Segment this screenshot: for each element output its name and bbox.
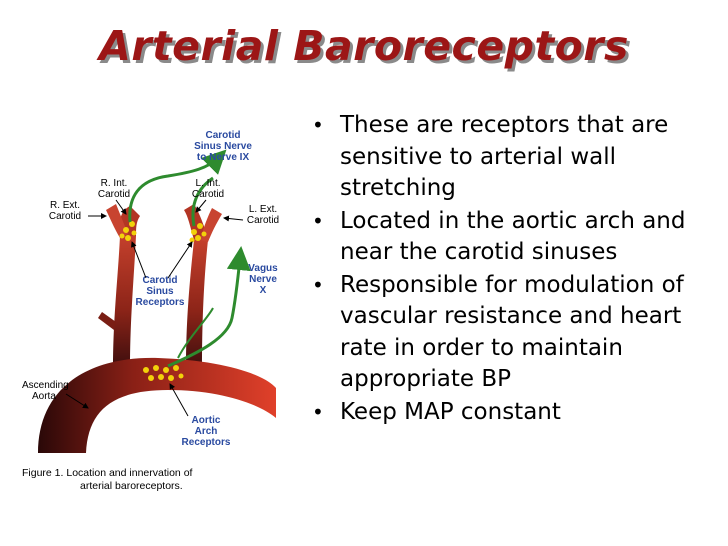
svg-text:Sinus: Sinus xyxy=(146,286,174,297)
aortic-arch-receptor-dots xyxy=(143,365,184,381)
l-ext-carotid-label: L. Ext. Carotid xyxy=(247,204,279,226)
bullet-item: •Keep MAP constant xyxy=(306,397,711,429)
slide-title: Arterial Baroreceptors xyxy=(99,22,629,70)
svg-text:X: X xyxy=(260,285,267,296)
bullet-list: •These are receptors that are sensitive … xyxy=(306,110,711,429)
r-int-carotid-label: R. Int. Carotid xyxy=(98,178,130,200)
svg-text:L. Int.: L. Int. xyxy=(195,178,220,189)
carotid-sinus-nerve-label: Carotid Sinus Nerve to Nerve IX xyxy=(194,130,252,163)
svg-text:Nerve: Nerve xyxy=(249,274,277,285)
label-pointer-lines xyxy=(65,199,244,417)
svg-text:Aortic: Aortic xyxy=(192,415,221,426)
carotid-sinus-receptor-dots xyxy=(119,221,207,243)
svg-text:Aorta: Aorta xyxy=(32,391,56,402)
svg-text:arterial baroreceptors.: arterial baroreceptors. xyxy=(80,480,183,492)
right-carotid-vessel xyxy=(113,236,136,370)
svg-text:R. Ext.: R. Ext. xyxy=(50,200,80,211)
svg-text:R. Int.: R. Int. xyxy=(101,178,128,189)
svg-text:Carotid: Carotid xyxy=(143,275,178,286)
svg-text:Ascending: Ascending xyxy=(22,380,69,391)
carotid-sinus-nerve-line xyxy=(128,149,227,223)
svg-text:Vagus: Vagus xyxy=(248,263,278,274)
bullet-item: •These are receptors that are sensitive … xyxy=(312,112,669,201)
bullet-dot-icon: • xyxy=(312,399,324,424)
vagus-nerve-label: Vagus Nerve X xyxy=(248,263,278,296)
left-internal-carotid-vessel xyxy=(184,204,208,240)
bullet-dot-icon: • xyxy=(312,272,324,297)
svg-text:Receptors: Receptors xyxy=(182,437,231,448)
l-int-carotid-label: L. Int. Carotid xyxy=(192,178,224,200)
right-external-carotid-vessel xyxy=(106,204,128,238)
ascending-aorta-label: Ascending Aorta xyxy=(22,380,69,402)
baroreceptor-diagram: Carotid Sinus Nerve to Nerve IX R. Int. … xyxy=(22,130,279,492)
svg-text:Sinus Nerve: Sinus Nerve xyxy=(194,141,252,152)
svg-text:Figure 1. Location and inner: Figure 1. Location and innervation of xyxy=(22,467,193,479)
bullet-dot-icon: • xyxy=(312,208,324,233)
svg-text:Arch: Arch xyxy=(195,426,218,437)
svg-text:Carotid: Carotid xyxy=(192,189,224,200)
aortic-arch-vessel xyxy=(38,357,276,453)
svg-text:Carotid: Carotid xyxy=(98,189,130,200)
svg-text:L. Ext.: L. Ext. xyxy=(249,204,277,215)
svg-text:Receptors: Receptors xyxy=(136,297,185,308)
bullet-item: •Located in the aortic arch and near the… xyxy=(312,207,686,266)
svg-text:Carotid: Carotid xyxy=(247,215,279,226)
aortic-arch-receptors-label: Aortic Arch Receptors xyxy=(182,415,231,448)
svg-text:Carotid: Carotid xyxy=(49,211,81,222)
svg-text:to Nerve IX: to Nerve IX xyxy=(197,152,250,163)
carotid-sinus-receptors-label: Carotid Sinus Receptors xyxy=(136,275,185,308)
r-ext-carotid-label: R. Ext. Carotid xyxy=(49,200,81,222)
figure-caption: Figure 1. Location and innervation of ar… xyxy=(22,467,193,492)
carotid-sinus-nerve-line-left xyxy=(191,176,214,227)
bullet-dot-icon: • xyxy=(312,113,324,137)
svg-text:Carotid: Carotid xyxy=(206,130,241,141)
vagus-nerve-line xyxy=(167,246,251,368)
bullet-item: •Responsible for modulation of vascular … xyxy=(312,271,684,393)
